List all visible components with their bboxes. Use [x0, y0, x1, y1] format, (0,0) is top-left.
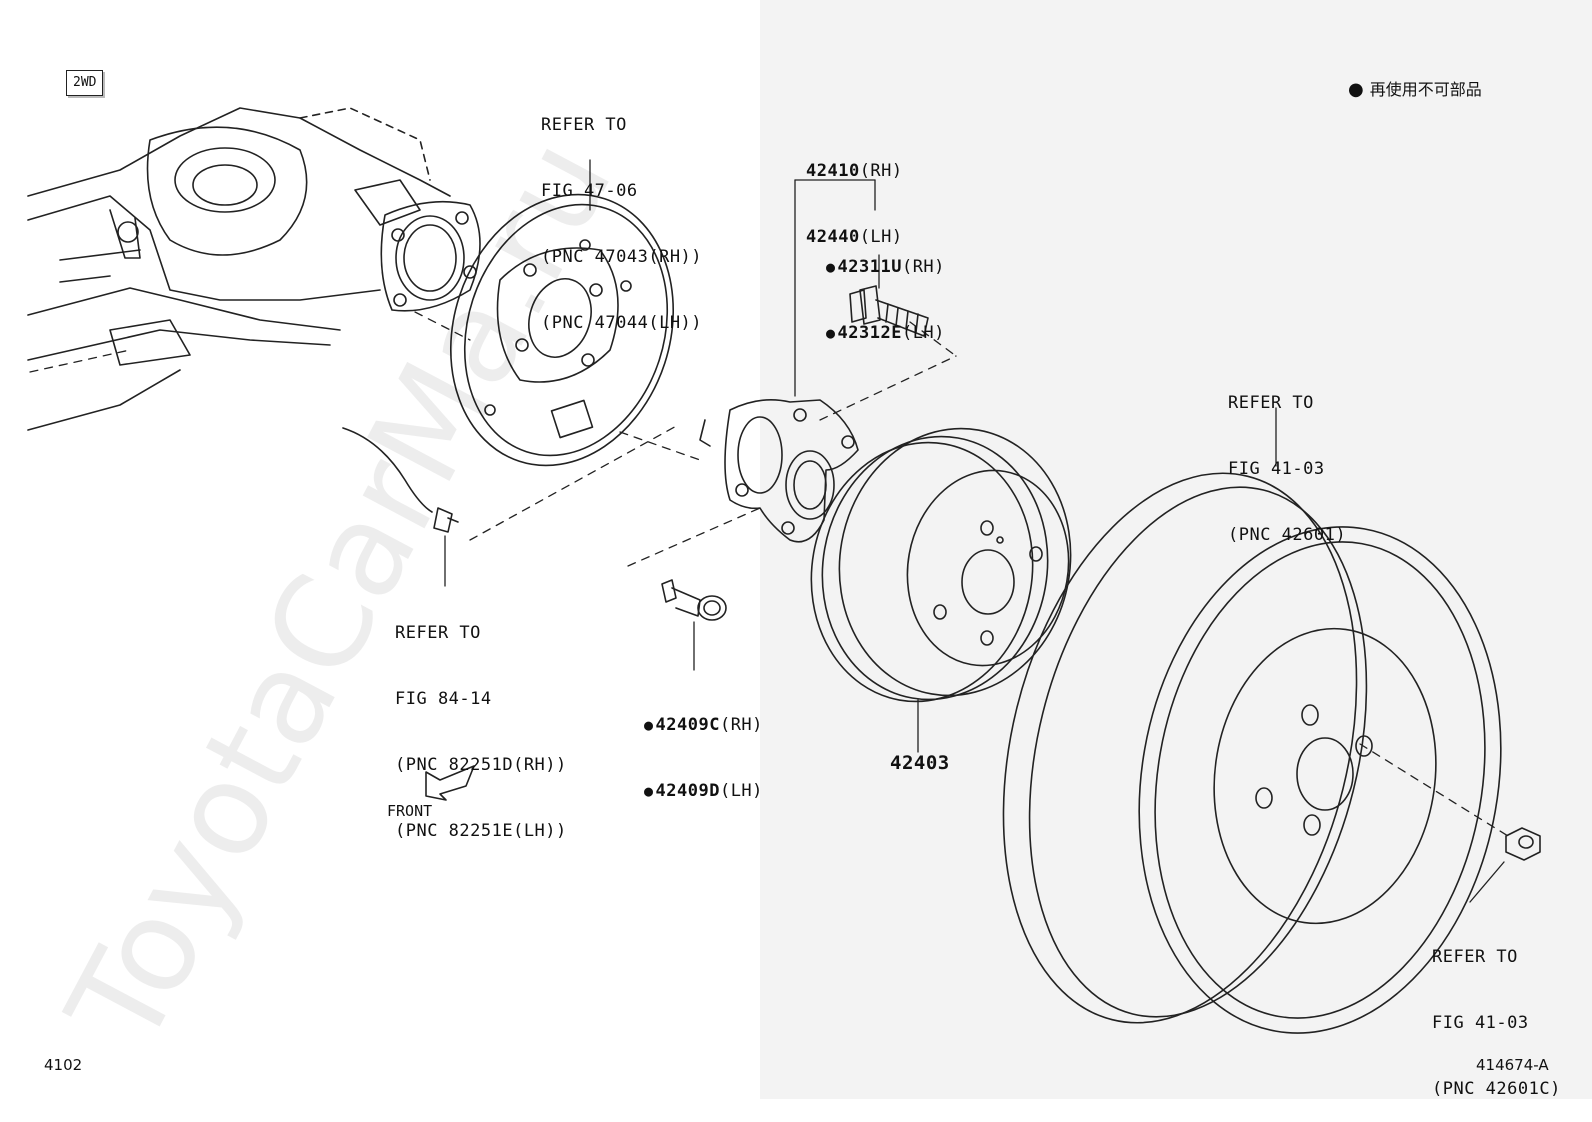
callout-line: (PNC 47044(LH)) — [541, 313, 703, 333]
illustration-id: 414674-A — [1476, 1056, 1549, 1074]
drive-type-badge: 2WD — [66, 70, 104, 96]
callout-line: (PNC 42601C) — [1432, 1079, 1561, 1099]
side-label: (RH) — [859, 161, 903, 181]
legend-text: 再使用不可部品 — [1369, 80, 1482, 99]
callout-line: (PNC 42601) — [1228, 525, 1347, 545]
callout-sensor: REFER TO FIG 84-14 (PNC 82251D(RH)) (PNC… — [395, 578, 567, 864]
hub-stud-drawing — [849, 285, 929, 337]
callout-backplate: REFER TO FIG 47-06 (PNC 47043(RH)) (PNC … — [541, 70, 702, 356]
side-label: (LH) — [859, 227, 903, 247]
part-number[interactable]: 42312E — [826, 323, 902, 343]
side-label: (LH) — [719, 781, 763, 801]
callout-wheel: REFER TO FIG 41-03 (PNC 42601) — [1228, 348, 1346, 568]
legend: ● 再使用不可部品 — [1348, 76, 1482, 100]
callout-line: (PNC 47043(RH)) — [541, 247, 703, 267]
speed-sensor-drawing — [342, 427, 459, 533]
shaded-background-panel — [760, 0, 1592, 1099]
part-label-hub: 42410(RH) 42440(LH) — [806, 116, 903, 270]
brake-drum-drawing — [810, 427, 1072, 703]
callout-nut: REFER TO FIG 41-03 (PNC 42601C) — [1432, 902, 1561, 1122]
front-label: FRONT — [387, 802, 433, 820]
non-reusable-bullet-icon: ● — [1348, 79, 1364, 100]
part-label-stud: 42311U(RH) 42312E(LH) — [826, 212, 945, 366]
exploded-view-lines — [29, 311, 1509, 837]
side-label: (RH) — [719, 715, 763, 735]
part-number-drum[interactable]: 42403 — [890, 752, 950, 774]
callout-line: FIG 47-06 — [541, 181, 638, 201]
callout-line: REFER TO — [1228, 393, 1314, 413]
leader-lines — [444, 159, 1505, 903]
callout-line: FIG 84-14 — [395, 689, 492, 709]
callout-line: REFER TO — [541, 115, 627, 135]
axle-beam-drawing — [27, 107, 481, 431]
backing-plate-drawing — [449, 193, 675, 467]
wheel-drawing — [1002, 472, 1502, 1034]
part-label-bolt: 42409C(RH) 42409D(LH) — [644, 670, 763, 824]
side-label: (LH) — [901, 323, 945, 343]
part-number[interactable]: 42410 — [806, 161, 860, 181]
callout-line: FIG 41-03 — [1228, 459, 1325, 479]
callout-line: (PNC 82251D(RH)) — [395, 755, 567, 775]
part-number[interactable]: 42409C — [644, 715, 720, 735]
hub-bolt-drawing — [661, 579, 727, 621]
side-label: (RH) — [901, 257, 945, 277]
callout-line: (PNC 82251E(LH)) — [395, 821, 567, 841]
callout-line: FIG 41-03 — [1432, 1013, 1529, 1033]
hub-bearing-drawing — [699, 399, 859, 543]
callout-line: REFER TO — [395, 623, 481, 643]
exploded-parts-diagram — [27, 107, 1541, 1034]
figure-number: 4102 — [44, 1056, 83, 1074]
wheel-nut-drawing — [1505, 827, 1541, 861]
part-number[interactable]: 42440 — [806, 227, 860, 247]
front-arrow-icon — [425, 765, 475, 801]
part-number[interactable]: 42311U — [826, 257, 902, 277]
callout-line: REFER TO — [1432, 947, 1518, 967]
part-number[interactable]: 42409D — [644, 781, 720, 801]
